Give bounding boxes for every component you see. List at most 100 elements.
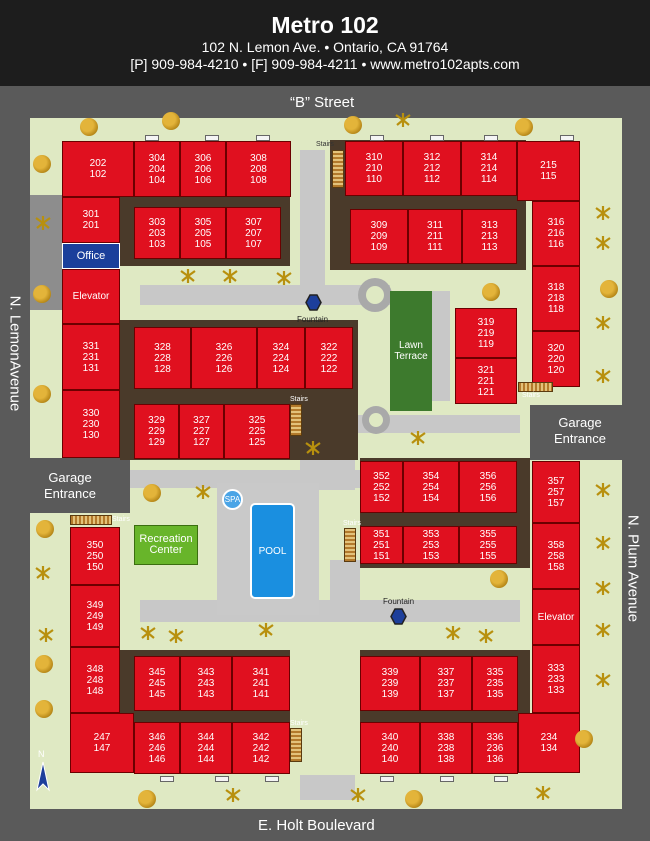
palm-icon: [195, 485, 211, 499]
west-garage-drive: [30, 458, 130, 513]
palm-icon: [395, 113, 411, 127]
garage-entrance-east: Garage Entrance: [553, 415, 607, 446]
tree-icon: [162, 112, 180, 130]
tree-icon: [515, 118, 533, 136]
palm-icon: [38, 628, 54, 642]
stairs: [70, 515, 112, 525]
balcony: [215, 776, 229, 782]
balcony: [160, 776, 174, 782]
elevator: Elevator: [532, 589, 580, 645]
walkway: [300, 150, 325, 290]
property-title: Metro 102: [271, 12, 379, 38]
spa: SPA: [222, 489, 243, 510]
tree-icon: [138, 790, 156, 808]
stairs: [332, 150, 344, 188]
balcony: [560, 135, 574, 141]
balcony: [380, 776, 394, 782]
palm-icon: [222, 269, 238, 283]
stairs: [290, 404, 302, 436]
street-south-label: E. Holt Boulevard: [258, 817, 375, 834]
roundabout-center: [366, 286, 384, 304]
stairs-label: Stairs: [316, 141, 334, 148]
palm-icon: [595, 536, 611, 550]
tree-icon: [490, 570, 508, 588]
palm-icon: [276, 271, 292, 285]
palm-icon: [445, 626, 461, 640]
tree-icon: [33, 385, 51, 403]
compass-north-label: N: [38, 749, 45, 759]
balcony: [430, 135, 444, 141]
walkway: [300, 775, 355, 800]
walkway: [140, 285, 390, 305]
fountain-icon: [390, 608, 407, 625]
recreation-center[interactable]: Recreation Center: [134, 525, 198, 565]
stairs: [290, 728, 302, 762]
tree-icon: [36, 520, 54, 538]
tree-icon: [80, 118, 98, 136]
garage-entrance-west: Garage Entrance: [43, 470, 97, 501]
palm-icon: [595, 236, 611, 250]
compass-icon: [36, 761, 50, 792]
balcony: [205, 135, 219, 141]
fountain-icon: [305, 294, 322, 311]
office[interactable]: Office: [62, 243, 120, 269]
header: Metro 102 102 N. Lemon Ave. • Ontario, C…: [0, 0, 650, 86]
palm-icon: [258, 623, 274, 637]
